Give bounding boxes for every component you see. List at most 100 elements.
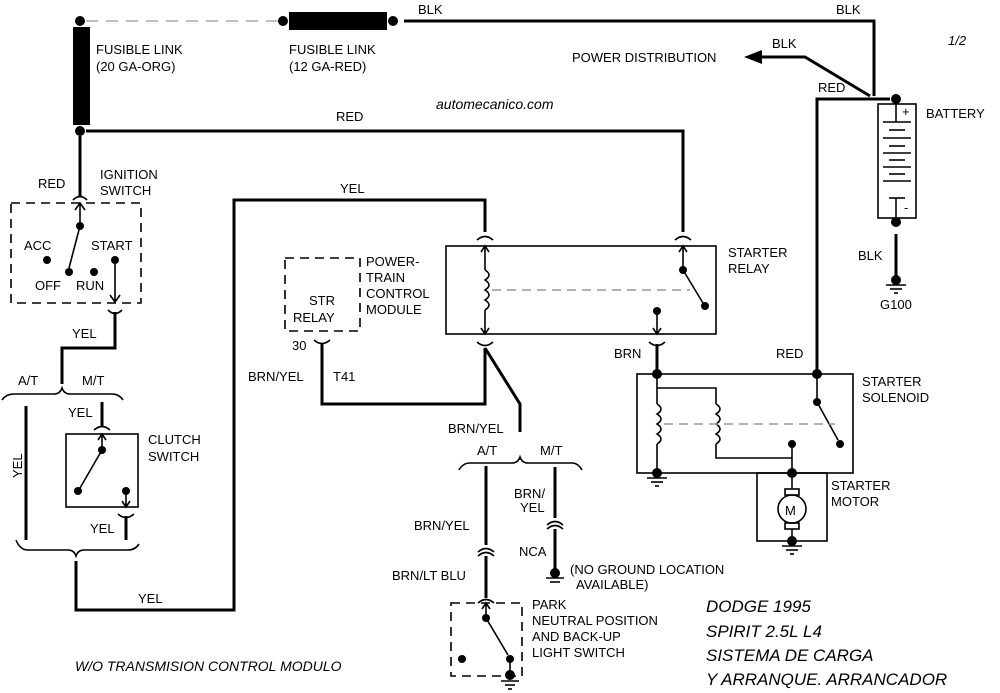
ignition-switch-label-1: IGNITION xyxy=(100,167,158,182)
nca-label: NCA xyxy=(519,544,547,559)
wire-label-brn-yel-mt-1: BRN/ xyxy=(514,486,545,501)
ground-g100-label: G100 xyxy=(880,297,912,312)
wire-label-blk-power: BLK xyxy=(772,36,797,51)
wire-label-yel-clutch-in: YEL xyxy=(68,405,93,420)
starter-solenoid-label-1: STARTER xyxy=(862,374,921,389)
starter-solenoid-box xyxy=(636,373,854,474)
arrow-left-icon xyxy=(744,50,762,64)
wire-label-yel-ign: YEL xyxy=(72,326,97,341)
ignition-switch-box xyxy=(10,202,142,304)
pcm-pin-30: 30 xyxy=(292,338,306,353)
clutch-switch-label-1: CLUTCH xyxy=(148,432,201,447)
connector-icon xyxy=(546,520,564,526)
wire-red-battery xyxy=(815,97,890,374)
wire-label-blk-1: BLK xyxy=(418,2,443,17)
branch-label-pcm-at: A/T xyxy=(477,443,497,458)
wire-yel-to-pcm xyxy=(74,198,487,612)
wire-label-red-ignition: RED xyxy=(38,176,65,191)
connector-icon xyxy=(477,547,495,553)
pcm-label-4: MODULE xyxy=(366,302,422,317)
fusible-link-12ga xyxy=(278,12,398,30)
ignition-switch-contacts xyxy=(43,201,121,304)
str-relay-label-1: STR xyxy=(309,293,335,308)
ground-icon xyxy=(782,536,802,555)
clutch-switch-label-2: SWITCH xyxy=(148,449,199,464)
pcm-label-1: POWER- xyxy=(366,254,419,269)
wire-blk-top xyxy=(404,19,876,96)
str-relay-box xyxy=(284,257,361,332)
wire-label-brn: BRN xyxy=(614,346,641,361)
pcm-terminal-t41: T41 xyxy=(333,369,355,384)
wire-blk-power-dist xyxy=(760,55,871,98)
title-line-3: SISTEMA DE CARGA xyxy=(706,646,874,665)
solenoid-internals xyxy=(652,369,844,473)
wire-label-blk-2: BLK xyxy=(836,2,861,17)
ignition-switch-label-2: SWITCH xyxy=(100,183,151,198)
motor-m-symbol: M xyxy=(785,503,796,518)
connector-icon xyxy=(72,195,88,201)
wire-label-blk-ground: BLK xyxy=(858,248,883,263)
wire-label-brn-yel-branch: BRN/YEL xyxy=(448,421,504,436)
fusible-link-1-label: FUSIBLE LINK xyxy=(96,42,183,57)
str-relay-label-2: RELAY xyxy=(293,310,335,325)
connector-icon xyxy=(476,341,494,347)
connector-icon xyxy=(313,339,331,345)
connector-icon xyxy=(477,598,495,604)
ign-pos-acc: ACC xyxy=(24,238,51,253)
starter-relay-box xyxy=(445,245,717,335)
ground-icon xyxy=(546,568,564,583)
fusible-link-2-spec: (12 GA-RED) xyxy=(289,59,366,74)
ground-icon xyxy=(647,468,667,487)
wire-label-red-main: RED xyxy=(336,109,363,124)
starter-motor-label-1: STARTER xyxy=(831,478,890,493)
nca-note-2: AVAILABLE) xyxy=(576,577,649,592)
branch-label-ign-mt: M/T xyxy=(82,373,104,388)
connector-icon xyxy=(674,235,692,241)
pnp-switch-label-1: PARK xyxy=(532,597,567,612)
wire-brn-yel-pcm xyxy=(320,344,487,406)
footer-note: W/O TRANSMISION CONTROL MODULO xyxy=(75,658,342,674)
wire-label-red-solenoid: RED xyxy=(776,346,803,361)
ign-pos-start: START xyxy=(91,238,132,253)
branch-bracket-pcm xyxy=(458,454,583,471)
wire-label-yel-bottom: YEL xyxy=(138,591,163,606)
nca-note-1: (NO GROUND LOCATION xyxy=(570,562,724,577)
connector-icon xyxy=(93,425,111,431)
connector-icon xyxy=(477,551,495,557)
battery-negative-sign: - xyxy=(904,200,908,215)
power-distribution-label: POWER DISTRIBUTION xyxy=(572,50,716,65)
battery: + - xyxy=(877,94,917,227)
ign-pos-run: RUN xyxy=(76,278,104,293)
wire-brn-yel-branch xyxy=(483,347,522,432)
relay-contacts xyxy=(652,244,709,336)
ign-pos-off: OFF xyxy=(35,278,61,293)
connector-icon xyxy=(546,524,564,530)
fusible-link-2-label: FUSIBLE LINK xyxy=(289,42,376,57)
battery-label: BATTERY xyxy=(926,106,985,121)
wire-label-brn-lt-blu: BRN/LT BLU xyxy=(392,568,466,583)
starter-motor-label-2: MOTOR xyxy=(831,494,879,509)
wire-label-yel-clutch-out: YEL xyxy=(90,521,115,536)
branch-bracket-ign xyxy=(1,385,124,401)
starter-solenoid-label-2: SOLENOID xyxy=(862,390,929,405)
branch-label-ign-at: A/T xyxy=(18,373,38,388)
wire-label-brn-yel-pcm: BRN/YEL xyxy=(248,369,304,384)
wire-label-red-battery: RED xyxy=(818,80,845,95)
fusible-link-1-spec: (20 GA-ORG) xyxy=(96,59,175,74)
wire-red-main xyxy=(86,129,685,232)
wire-label-yel-at: YEL xyxy=(10,453,25,478)
clutch-switch-contacts xyxy=(74,432,131,509)
pnp-switch-contacts xyxy=(458,601,514,675)
starter-relay-label-2: RELAY xyxy=(728,261,770,276)
connector-icon xyxy=(476,235,494,241)
ground-icon xyxy=(501,670,519,690)
page-indicator: 1/2 xyxy=(948,33,967,48)
pcm-label-3: CONTROL xyxy=(366,286,430,301)
pnp-switch-label-3: AND BACK-UP xyxy=(532,629,621,644)
battery-positive-sign: + xyxy=(902,104,910,119)
relay-coil xyxy=(480,244,490,336)
wire-yel-ign-out xyxy=(60,312,117,384)
title-line-2: SPIRIT 2.5L L4 xyxy=(706,622,822,641)
